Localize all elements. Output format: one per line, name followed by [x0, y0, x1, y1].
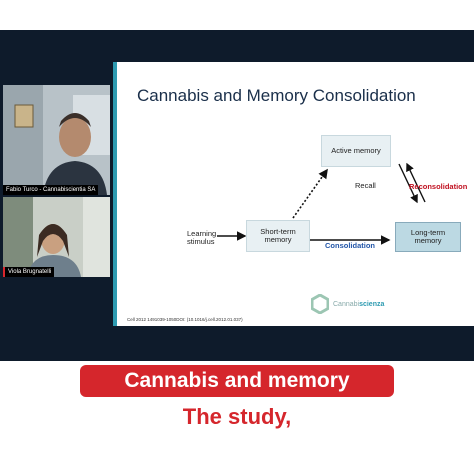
slide-citation: Cell 2012 1491039-1050DOI: (10.1016/j.ce…	[127, 317, 243, 322]
participant-tile-2[interactable]: Viola Brugnatelli	[3, 197, 110, 277]
caption-title: Cannabis and memory	[80, 365, 394, 397]
reconsolidation-label: Reconsolidation	[409, 182, 468, 191]
logo-text: Cannabiscienza	[333, 301, 385, 308]
participant-video-1	[3, 85, 110, 195]
participant-name-2: Viola Brugnatelli	[3, 267, 55, 277]
participant-tile-1[interactable]: Fabio Turco - Cannabiscientia SA	[3, 85, 110, 195]
consolidation-label: Consolidation	[325, 241, 375, 250]
active-memory-box: Active memory	[321, 135, 391, 167]
recall-label: Recall	[355, 181, 376, 190]
hexagon-logo-icon	[311, 294, 329, 314]
participant-video-2	[3, 197, 110, 277]
slide-title: Cannabis and Memory Consolidation	[137, 86, 416, 105]
short-term-memory-box: Short-term memory	[246, 220, 310, 252]
learning-stimulus-label: Learning stimulus	[187, 229, 217, 247]
participant-name-1: Fabio Turco - Cannabiscientia SA	[3, 185, 99, 195]
arrow-short-to-active	[292, 168, 328, 219]
arrow-reconsolidation	[406, 162, 426, 203]
memory-diagram	[217, 162, 426, 245]
shared-slide: Cannabis and Memory Consolidation Active…	[113, 62, 474, 326]
long-term-memory-box: Long-term memory	[395, 222, 461, 252]
arrow-recall	[398, 163, 418, 204]
cannabiscienza-logo: Cannabiscienza	[311, 294, 391, 316]
caption-subtitle: The study,	[182, 404, 292, 429]
